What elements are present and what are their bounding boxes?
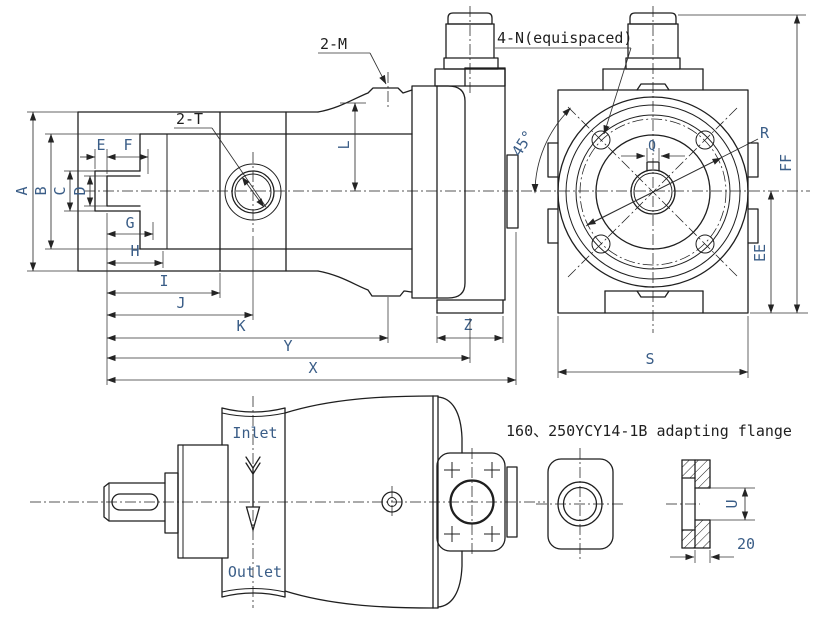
dim-Y: Y bbox=[106, 318, 471, 363]
dim-J: J bbox=[106, 236, 254, 320]
rear-flange-bore bbox=[449, 479, 495, 525]
dim-20: 20 bbox=[737, 535, 755, 553]
shaft-keyway bbox=[111, 493, 159, 511]
dim-D: D bbox=[71, 175, 107, 207]
bolt-hole bbox=[591, 234, 611, 254]
bottom-view: Inlet Outlet bbox=[30, 395, 545, 609]
dim-B: B bbox=[32, 133, 140, 250]
dim-E: E bbox=[80, 136, 108, 174]
bolt-center-marks bbox=[444, 462, 500, 542]
bolt-hole bbox=[695, 130, 715, 150]
bolt-circle bbox=[579, 118, 727, 266]
svg-text:D: D bbox=[71, 186, 89, 195]
svg-text:A: A bbox=[13, 186, 31, 195]
callout-top-port: 2-M bbox=[320, 35, 347, 53]
bolt-hole bbox=[591, 130, 611, 150]
dim-C: C bbox=[51, 170, 95, 212]
svg-text:C: C bbox=[51, 186, 69, 195]
svg-text:Z: Z bbox=[463, 316, 472, 334]
svg-text:EE: EE bbox=[751, 244, 769, 262]
callout-side-port: 2-T bbox=[176, 110, 203, 128]
dim-F: F bbox=[106, 136, 149, 174]
dim-L: L bbox=[335, 102, 366, 192]
svg-text:E: E bbox=[96, 136, 105, 154]
svg-text:R: R bbox=[760, 124, 770, 142]
dim-FF: FF bbox=[678, 14, 806, 314]
dim-G: G bbox=[106, 213, 154, 385]
svg-text:B: B bbox=[32, 186, 50, 195]
dim-I: I bbox=[106, 272, 221, 298]
flow-arrow bbox=[245, 456, 261, 533]
front-view: 4-N(equispaced) Q R 45° EE bbox=[495, 6, 808, 378]
svg-text:J: J bbox=[176, 294, 185, 312]
adapting-flange-title: 160、250YCY14-1B adapting flange bbox=[506, 422, 792, 440]
dim-S: S bbox=[557, 316, 749, 378]
dim-Q: Q bbox=[621, 139, 685, 161]
svg-text:I: I bbox=[159, 272, 168, 290]
svg-text:S: S bbox=[645, 350, 654, 368]
dim-U: U bbox=[723, 499, 741, 508]
outlet-label: Outlet bbox=[228, 563, 282, 581]
side-view: 2-M 2-T A B C D bbox=[13, 6, 519, 385]
svg-text:H: H bbox=[130, 242, 139, 260]
inlet-label: Inlet bbox=[232, 424, 277, 442]
svg-text:Q: Q bbox=[648, 139, 656, 154]
adapting-flange-section: U 20 bbox=[666, 459, 755, 563]
callout-flange-holes: 4-N(equispaced) bbox=[497, 29, 632, 47]
svg-text:Y: Y bbox=[283, 337, 292, 355]
adapter-plate-edge bbox=[506, 154, 519, 229]
svg-text:L: L bbox=[335, 140, 353, 149]
dim-K: K bbox=[106, 297, 389, 343]
svg-text:G: G bbox=[125, 214, 134, 232]
adapting-flange-detail: 160、250YCY14-1B adapting flange bbox=[506, 422, 792, 563]
shaft-hole bbox=[630, 169, 676, 215]
svg-text:K: K bbox=[236, 317, 245, 335]
bolt-hole bbox=[695, 234, 715, 254]
svg-text:F: F bbox=[123, 136, 132, 154]
dim-R: R bbox=[585, 124, 770, 227]
dim-A: A bbox=[13, 111, 78, 272]
dim-EE: EE bbox=[750, 190, 808, 314]
dim-X: X bbox=[106, 232, 517, 385]
dim-H: H bbox=[106, 242, 164, 268]
svg-text:FF: FF bbox=[777, 154, 795, 172]
rear-flange bbox=[436, 452, 506, 552]
adapter-plate-side bbox=[506, 466, 518, 538]
svg-text:X: X bbox=[308, 359, 317, 377]
